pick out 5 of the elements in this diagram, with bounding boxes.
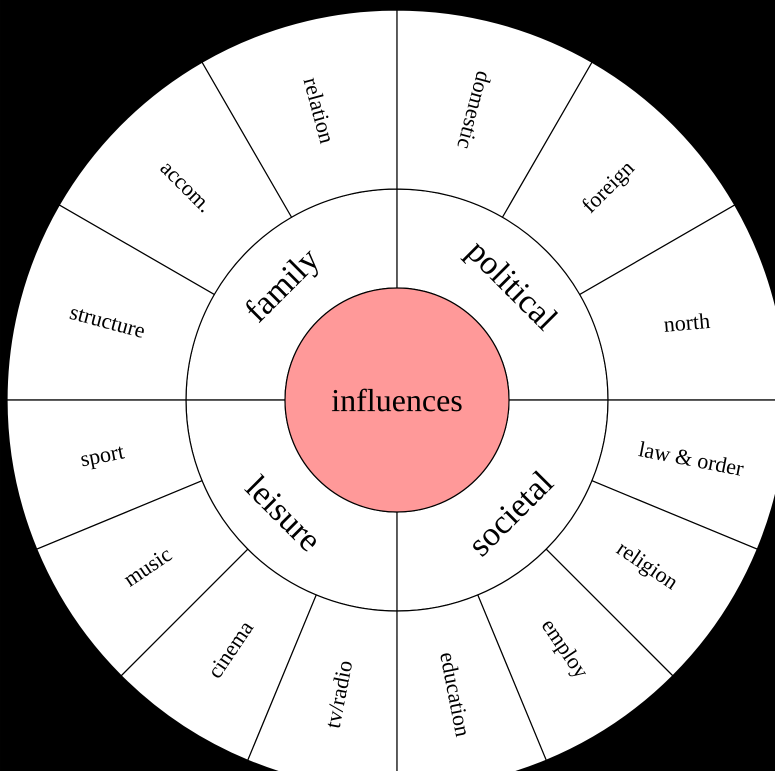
node-label: law & order [638,440,744,476]
node-label: tv/radio [328,662,352,728]
ring-segment: sport [6,399,203,550]
node-label: education [440,653,466,738]
node-label: north [664,313,710,332]
